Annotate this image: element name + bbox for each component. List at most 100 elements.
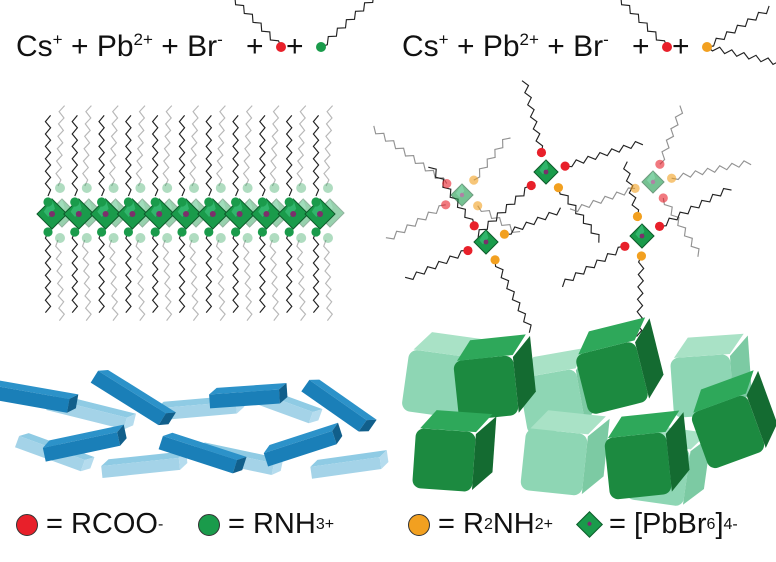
platelet-side	[123, 413, 137, 430]
rnh3-head	[311, 197, 321, 207]
secondary-amine-chain-a	[706, 5, 770, 48]
ligand-chain	[473, 137, 511, 181]
r2nh2-head-reactant	[702, 42, 712, 52]
nanoplatelet	[90, 369, 176, 426]
back-chain-down	[81, 239, 92, 321]
rnh3-head-faded	[81, 233, 92, 243]
r2nh2-head	[667, 173, 677, 183]
rcoo-head	[469, 221, 479, 231]
cube-side	[635, 318, 664, 399]
back-chain-down	[162, 239, 173, 321]
platelet-side	[158, 412, 176, 426]
platelet-top	[98, 369, 176, 414]
cube-top	[530, 410, 606, 435]
r2nh2-head	[630, 183, 640, 193]
platelet-top	[42, 424, 124, 448]
ligand-chains-layer	[44, 0, 776, 337]
rcoo-head	[526, 180, 536, 191]
nanocube	[412, 410, 497, 492]
octahedron-facet	[455, 184, 465, 198]
nanoplatelet	[263, 422, 343, 467]
rcoo-head-reactant-right	[662, 42, 672, 52]
back-chain-up	[242, 105, 253, 187]
rcoo-head	[463, 245, 473, 256]
r2nh2-head	[553, 183, 564, 193]
rnh3-head-faded	[108, 233, 119, 243]
octahedron-facet	[646, 171, 656, 185]
cube-top	[673, 333, 744, 358]
rcoo-head	[441, 200, 451, 210]
back-chain-down	[189, 239, 200, 321]
ligand-chain	[504, 207, 562, 235]
rcoo-head	[536, 147, 547, 158]
rnh3-head	[123, 227, 133, 237]
platelet-side	[278, 383, 288, 404]
front-chain-up	[125, 115, 132, 197]
front-chain-up	[259, 115, 266, 197]
rnh3-head	[204, 197, 214, 207]
platelet-side	[232, 456, 247, 474]
rnh3-head-faded	[81, 183, 92, 193]
rnh3-head-faded	[242, 183, 253, 193]
lead-center	[639, 233, 645, 239]
ligand-chain	[385, 204, 446, 240]
legend-rcoo: = RCOO-	[16, 508, 163, 541]
rnh3-head-faded	[189, 183, 199, 193]
back-chain-up	[135, 105, 146, 187]
rnh3-head	[177, 197, 187, 207]
rnh3-head-reactant	[316, 42, 326, 52]
front-chain-down	[312, 231, 320, 313]
lead-center	[209, 211, 216, 217]
lead-center	[650, 179, 656, 185]
cube-front	[520, 428, 588, 496]
faded-nanocube	[520, 410, 610, 496]
back-chain-down	[269, 239, 280, 321]
cube-top	[578, 317, 646, 355]
ligand-chain	[561, 245, 625, 288]
cube-top	[457, 334, 526, 361]
ligand-chain	[404, 249, 468, 281]
front-chain-up	[178, 115, 186, 197]
rcoo-head	[658, 193, 668, 203]
ligand-chain	[494, 259, 532, 333]
front-chain-down	[232, 231, 239, 313]
rnh3-head-faded	[162, 233, 173, 243]
nanoplatelet	[0, 380, 79, 413]
isolated-octahedron	[533, 159, 559, 185]
platelet-side	[332, 422, 343, 445]
platelet-front	[42, 432, 121, 462]
lead-center	[129, 211, 136, 217]
front-chain-down	[151, 231, 159, 313]
rnh3-head	[43, 227, 53, 237]
platelet-side	[271, 459, 284, 476]
cube-front	[402, 350, 470, 418]
front-chain-down	[125, 231, 132, 313]
rnh3-head-faded	[55, 183, 65, 193]
nanoplatelet	[42, 424, 127, 462]
back-chain-up	[296, 105, 307, 187]
rnh3-head	[43, 197, 53, 207]
back-chain-down	[55, 239, 66, 321]
cube-top	[420, 410, 493, 433]
rcoo-head-reactant	[276, 42, 286, 52]
cube-front	[691, 395, 765, 469]
octahedron-facet	[479, 230, 489, 245]
front-chain-down	[205, 231, 213, 313]
back-chain-up	[162, 105, 173, 187]
rnh3-head-faded	[135, 183, 146, 193]
octahedron-facet	[539, 160, 549, 175]
platelet-front	[0, 385, 70, 413]
platelet-top	[101, 451, 187, 467]
rnh3-head	[284, 227, 294, 237]
platelet-top	[0, 380, 79, 399]
green-circle-icon	[198, 513, 220, 536]
back-chain-up	[82, 105, 92, 187]
oleylamine-chain	[320, 0, 374, 48]
platelet-top	[263, 422, 338, 454]
lead-center	[183, 211, 189, 217]
isolated-octahedron	[473, 229, 499, 255]
rcoo-head	[442, 179, 452, 189]
